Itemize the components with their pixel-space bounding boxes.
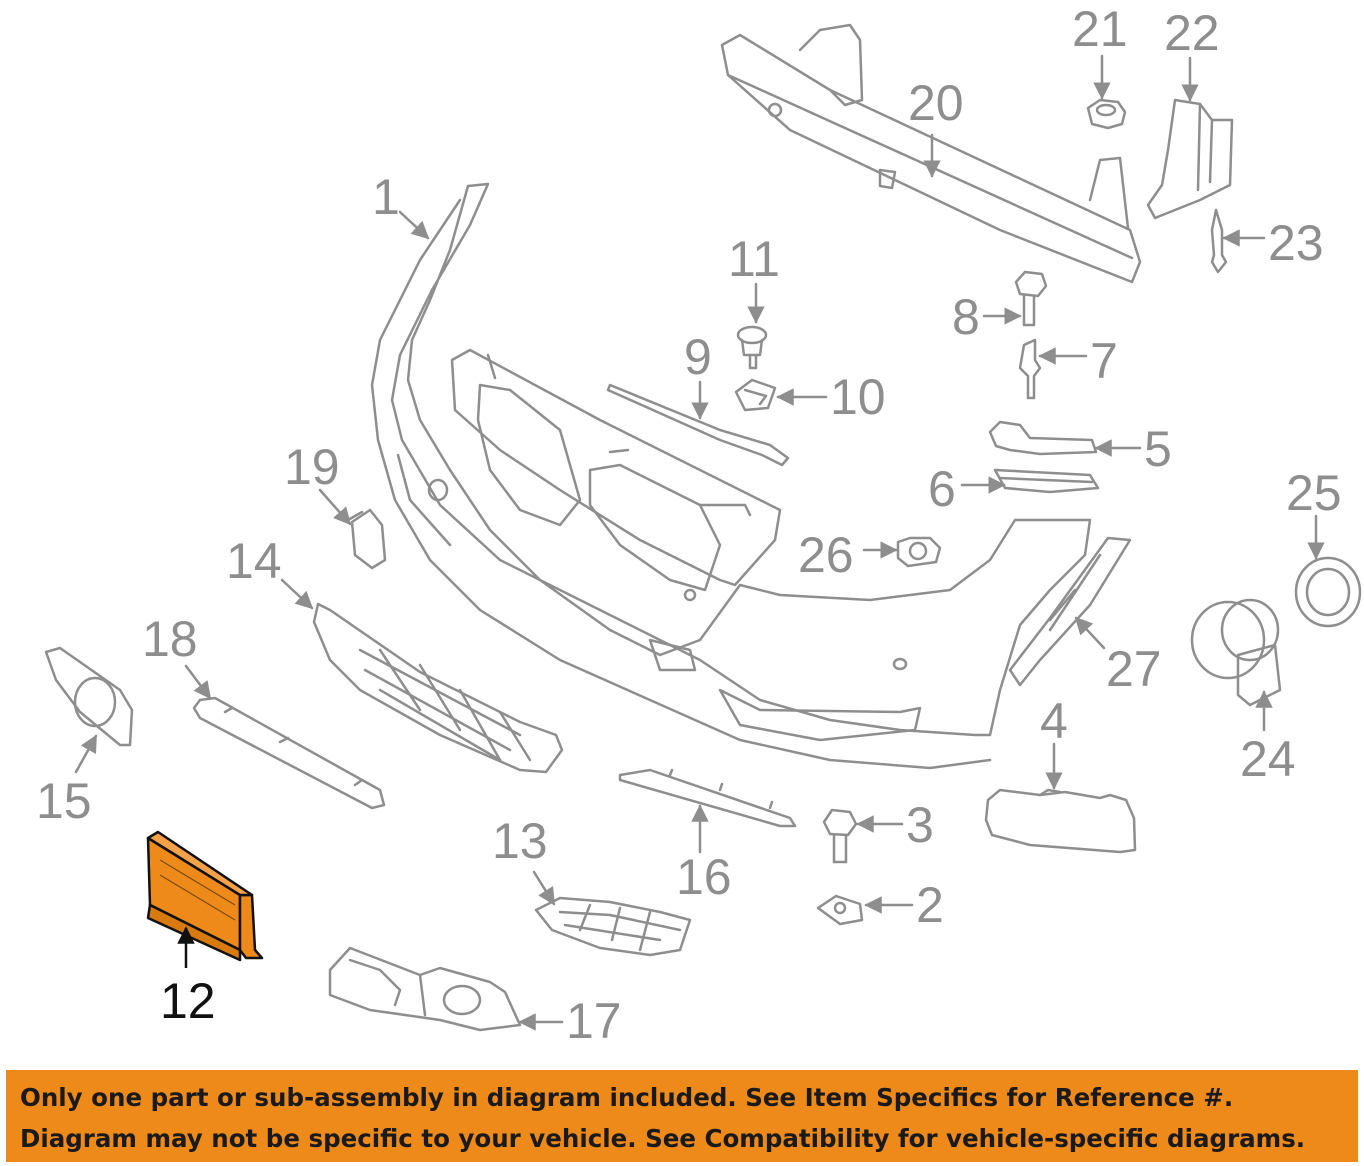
part-6-bracket xyxy=(993,468,1100,494)
callout-16: 16 xyxy=(676,849,732,905)
part-11-fastener xyxy=(736,325,768,370)
callout-5: 5 xyxy=(1144,421,1172,477)
part-27-trim-strip xyxy=(1008,536,1132,687)
callout-27: 27 xyxy=(1106,641,1162,697)
callout-8: 8 xyxy=(952,289,980,345)
callout-3: 3 xyxy=(906,797,934,853)
callout-22: 22 xyxy=(1164,5,1220,61)
part-22-bracket xyxy=(1146,98,1234,220)
callout-23: 23 xyxy=(1268,215,1324,271)
part-1-grille-frame xyxy=(450,348,782,592)
callout-12: 12 xyxy=(160,973,216,1029)
disclaimer-line-2: Diagram may not be specific to your vehi… xyxy=(20,1124,1306,1153)
callout-17: 17 xyxy=(566,993,622,1049)
part-4-lamp xyxy=(984,788,1137,854)
part-24-fog-lamp xyxy=(1190,598,1282,707)
part-20-bumper-reinforcement xyxy=(720,23,1142,284)
leader-arrows xyxy=(74,54,1325,1031)
part-5-bracket xyxy=(988,420,1098,456)
part-8-bolt xyxy=(1014,270,1048,327)
part-10-clip xyxy=(734,378,777,412)
part-25-ring xyxy=(1294,556,1362,628)
part-19-tow-hook-cap xyxy=(346,508,387,570)
part-2-clip-nut xyxy=(816,894,864,926)
callout-26: 26 xyxy=(798,527,854,583)
callout-20: 20 xyxy=(908,75,964,131)
callout-24: 24 xyxy=(1240,731,1296,787)
callout-6: 6 xyxy=(928,461,956,517)
part-18-strip xyxy=(192,696,386,810)
part-14-lower-grille xyxy=(312,602,564,774)
callout-15: 15 xyxy=(36,773,92,829)
part-16-strip xyxy=(618,768,797,828)
part-7-rivet xyxy=(1018,338,1042,400)
disclaimer-banner: Only one part or sub-assembly in diagram… xyxy=(6,1070,1358,1162)
callout-7: 7 xyxy=(1090,333,1118,389)
part-12-license-plate-bracket xyxy=(146,830,264,968)
callout-9: 9 xyxy=(684,329,712,385)
part-26-sensor xyxy=(896,536,942,568)
callout-14: 14 xyxy=(226,533,282,589)
parts-diagram xyxy=(44,23,1362,1032)
callout-4: 4 xyxy=(1040,693,1068,749)
callout-25: 25 xyxy=(1286,465,1342,521)
callout-11: 11 xyxy=(728,231,780,287)
disclaimer-line-1: Only one part or sub-assembly in diagram… xyxy=(20,1083,1234,1112)
callout-18: 18 xyxy=(142,611,198,667)
part-9-strip xyxy=(606,383,790,467)
part-13-side-grille xyxy=(534,896,692,957)
part-15-fog-cover xyxy=(44,646,134,747)
part-3-bolt xyxy=(822,808,858,864)
part-23-rivet xyxy=(1210,208,1228,274)
callout-21: 21 xyxy=(1072,1,1128,57)
callout-1: 1 xyxy=(372,169,400,225)
part-21-nut xyxy=(1086,98,1127,130)
part-17-fog-bracket xyxy=(328,946,522,1032)
callout-10: 10 xyxy=(830,369,886,425)
callout-2: 2 xyxy=(916,877,944,933)
callout-13: 13 xyxy=(492,813,548,869)
part-1-bumper-cover xyxy=(370,182,1092,770)
callout-19: 19 xyxy=(284,439,340,495)
